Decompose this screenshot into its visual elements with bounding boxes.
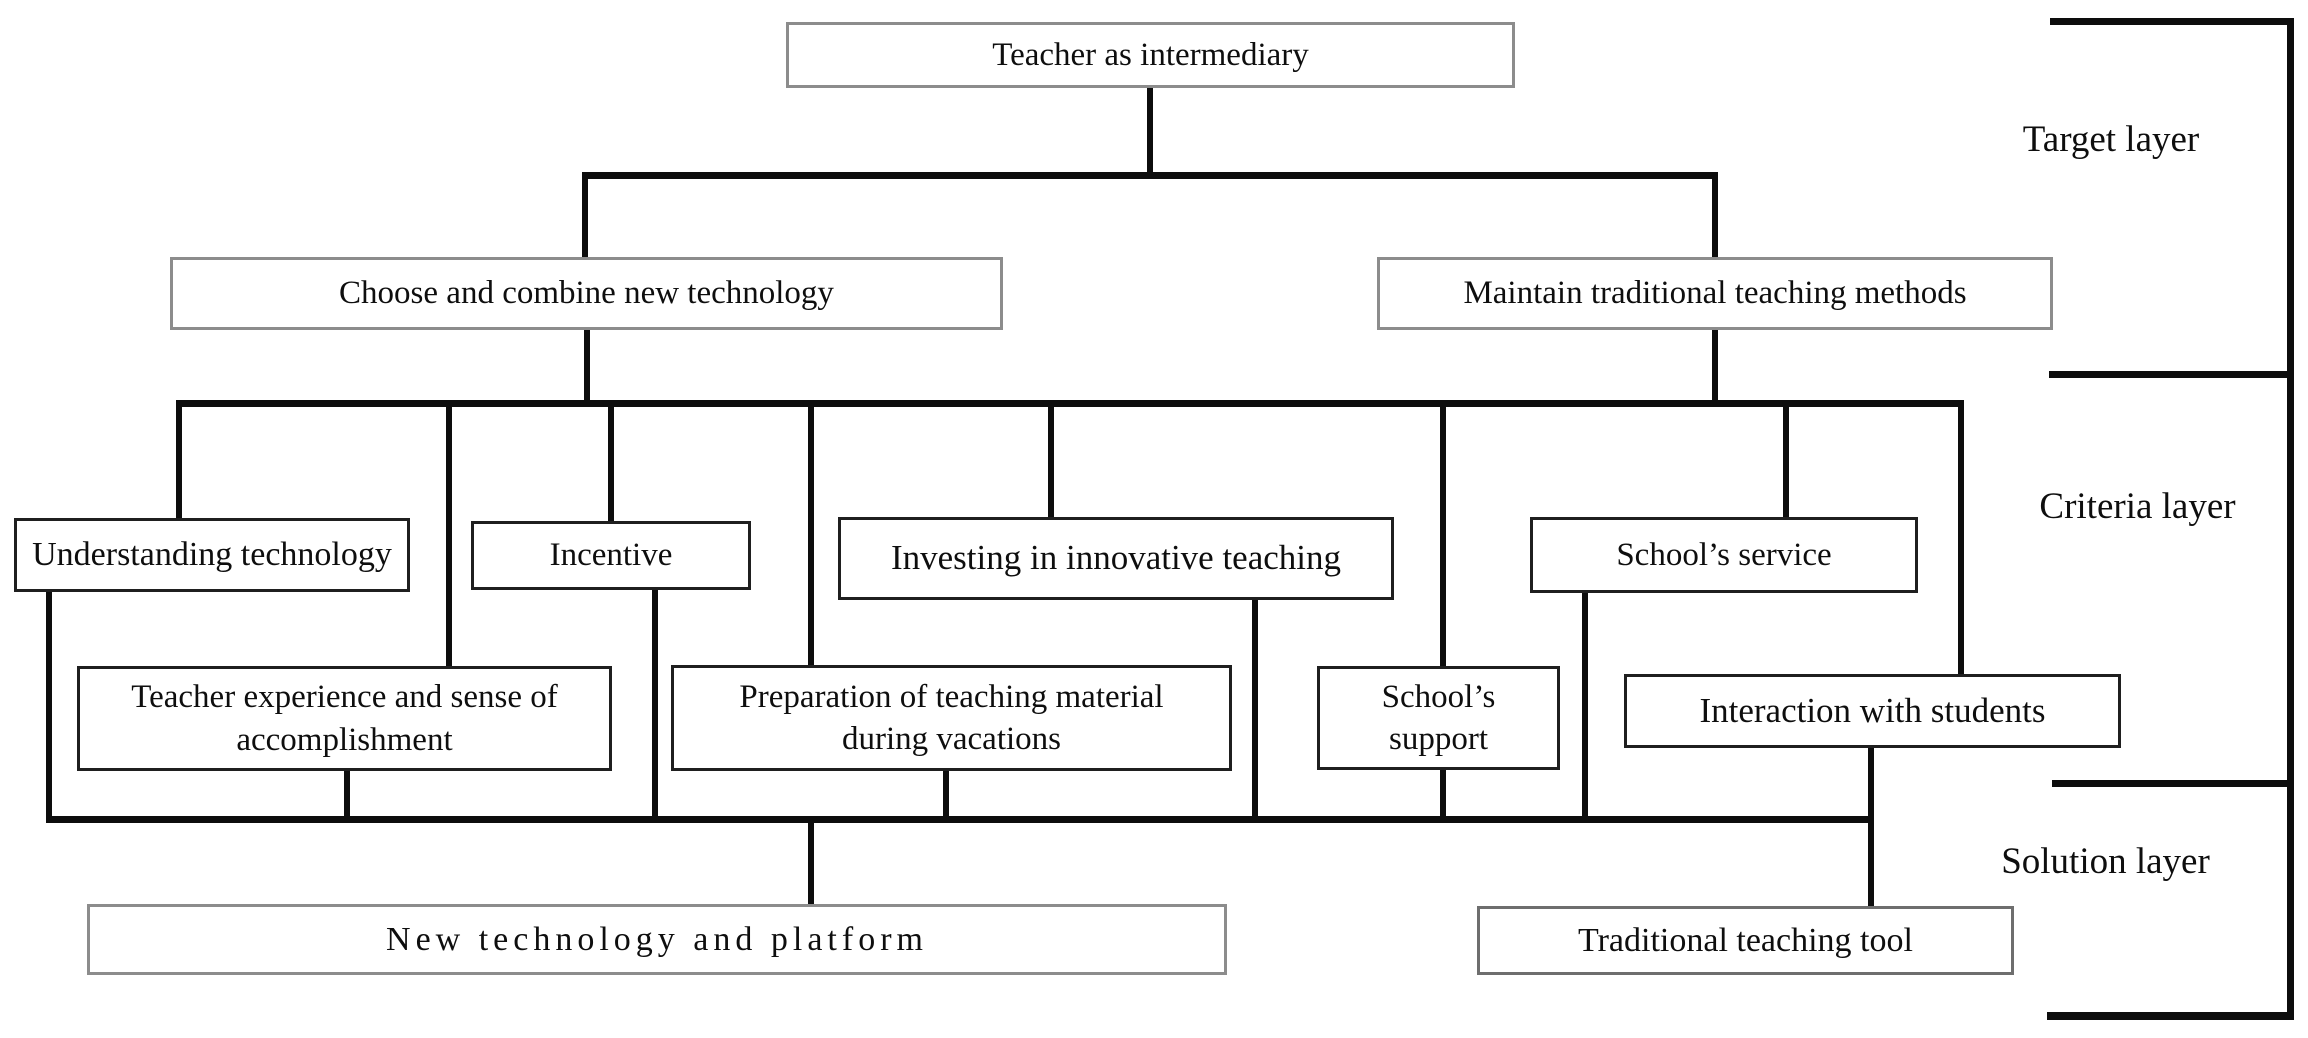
node-schools-support: School’s support [1317, 666, 1560, 770]
connector-line [176, 400, 182, 520]
connector-line [46, 816, 1874, 823]
connector-line [652, 588, 658, 822]
bracket-line [2047, 1012, 2294, 1020]
layer-label-criteria: Criteria layer [2039, 486, 2236, 527]
node-new-technology-platform: New technology and platform [87, 904, 1227, 975]
connector-line [1783, 400, 1789, 520]
connector-line [1252, 598, 1258, 822]
node-understanding-technology: Understanding technology [14, 518, 410, 592]
layer-label-solution: Solution layer [2001, 841, 2210, 882]
bracket-line [2052, 780, 2294, 787]
node-interaction-with-students: Interaction with students [1624, 674, 2121, 748]
connector-line [582, 172, 1718, 179]
node-schools-service: School’s service [1530, 517, 1918, 593]
bracket-line [2287, 18, 2294, 1018]
connector-line [943, 769, 949, 821]
node-choose-combine-new-technology: Choose and combine new technology [170, 257, 1003, 330]
bracket-line [2050, 18, 2294, 25]
connector-line [1868, 746, 1874, 908]
bracket-line [2049, 371, 2294, 378]
connector-line [1440, 768, 1446, 822]
connector-line [1147, 86, 1153, 176]
connector-line [176, 400, 1964, 407]
connector-line [446, 400, 452, 668]
node-teacher-as-intermediary: Teacher as intermediary [786, 22, 1515, 88]
connector-line [584, 328, 590, 404]
connector-line [1582, 591, 1588, 822]
node-traditional-teaching-tool: Traditional teaching tool [1477, 906, 2014, 975]
node-investing-innovative-teaching: Investing in innovative teaching [838, 517, 1394, 600]
node-incentive: Incentive [471, 521, 751, 590]
connector-line [1712, 172, 1718, 260]
connector-line [46, 590, 52, 822]
connector-line [1958, 400, 1964, 676]
node-preparation-teaching-material: Preparation of teaching material during … [671, 665, 1232, 771]
connector-line [1048, 400, 1054, 520]
connector-line [1712, 328, 1718, 404]
connector-line [344, 769, 350, 821]
connector-line [1440, 400, 1446, 668]
node-maintain-traditional-methods: Maintain traditional teaching methods [1377, 257, 2053, 330]
layer-label-target: Target layer [2022, 119, 2200, 160]
node-teacher-experience-accomplishment: Teacher experience and sense of accompli… [77, 666, 612, 771]
connector-line [582, 172, 588, 260]
connector-line [808, 816, 814, 906]
connector-line [808, 400, 814, 667]
connector-line [608, 400, 614, 524]
